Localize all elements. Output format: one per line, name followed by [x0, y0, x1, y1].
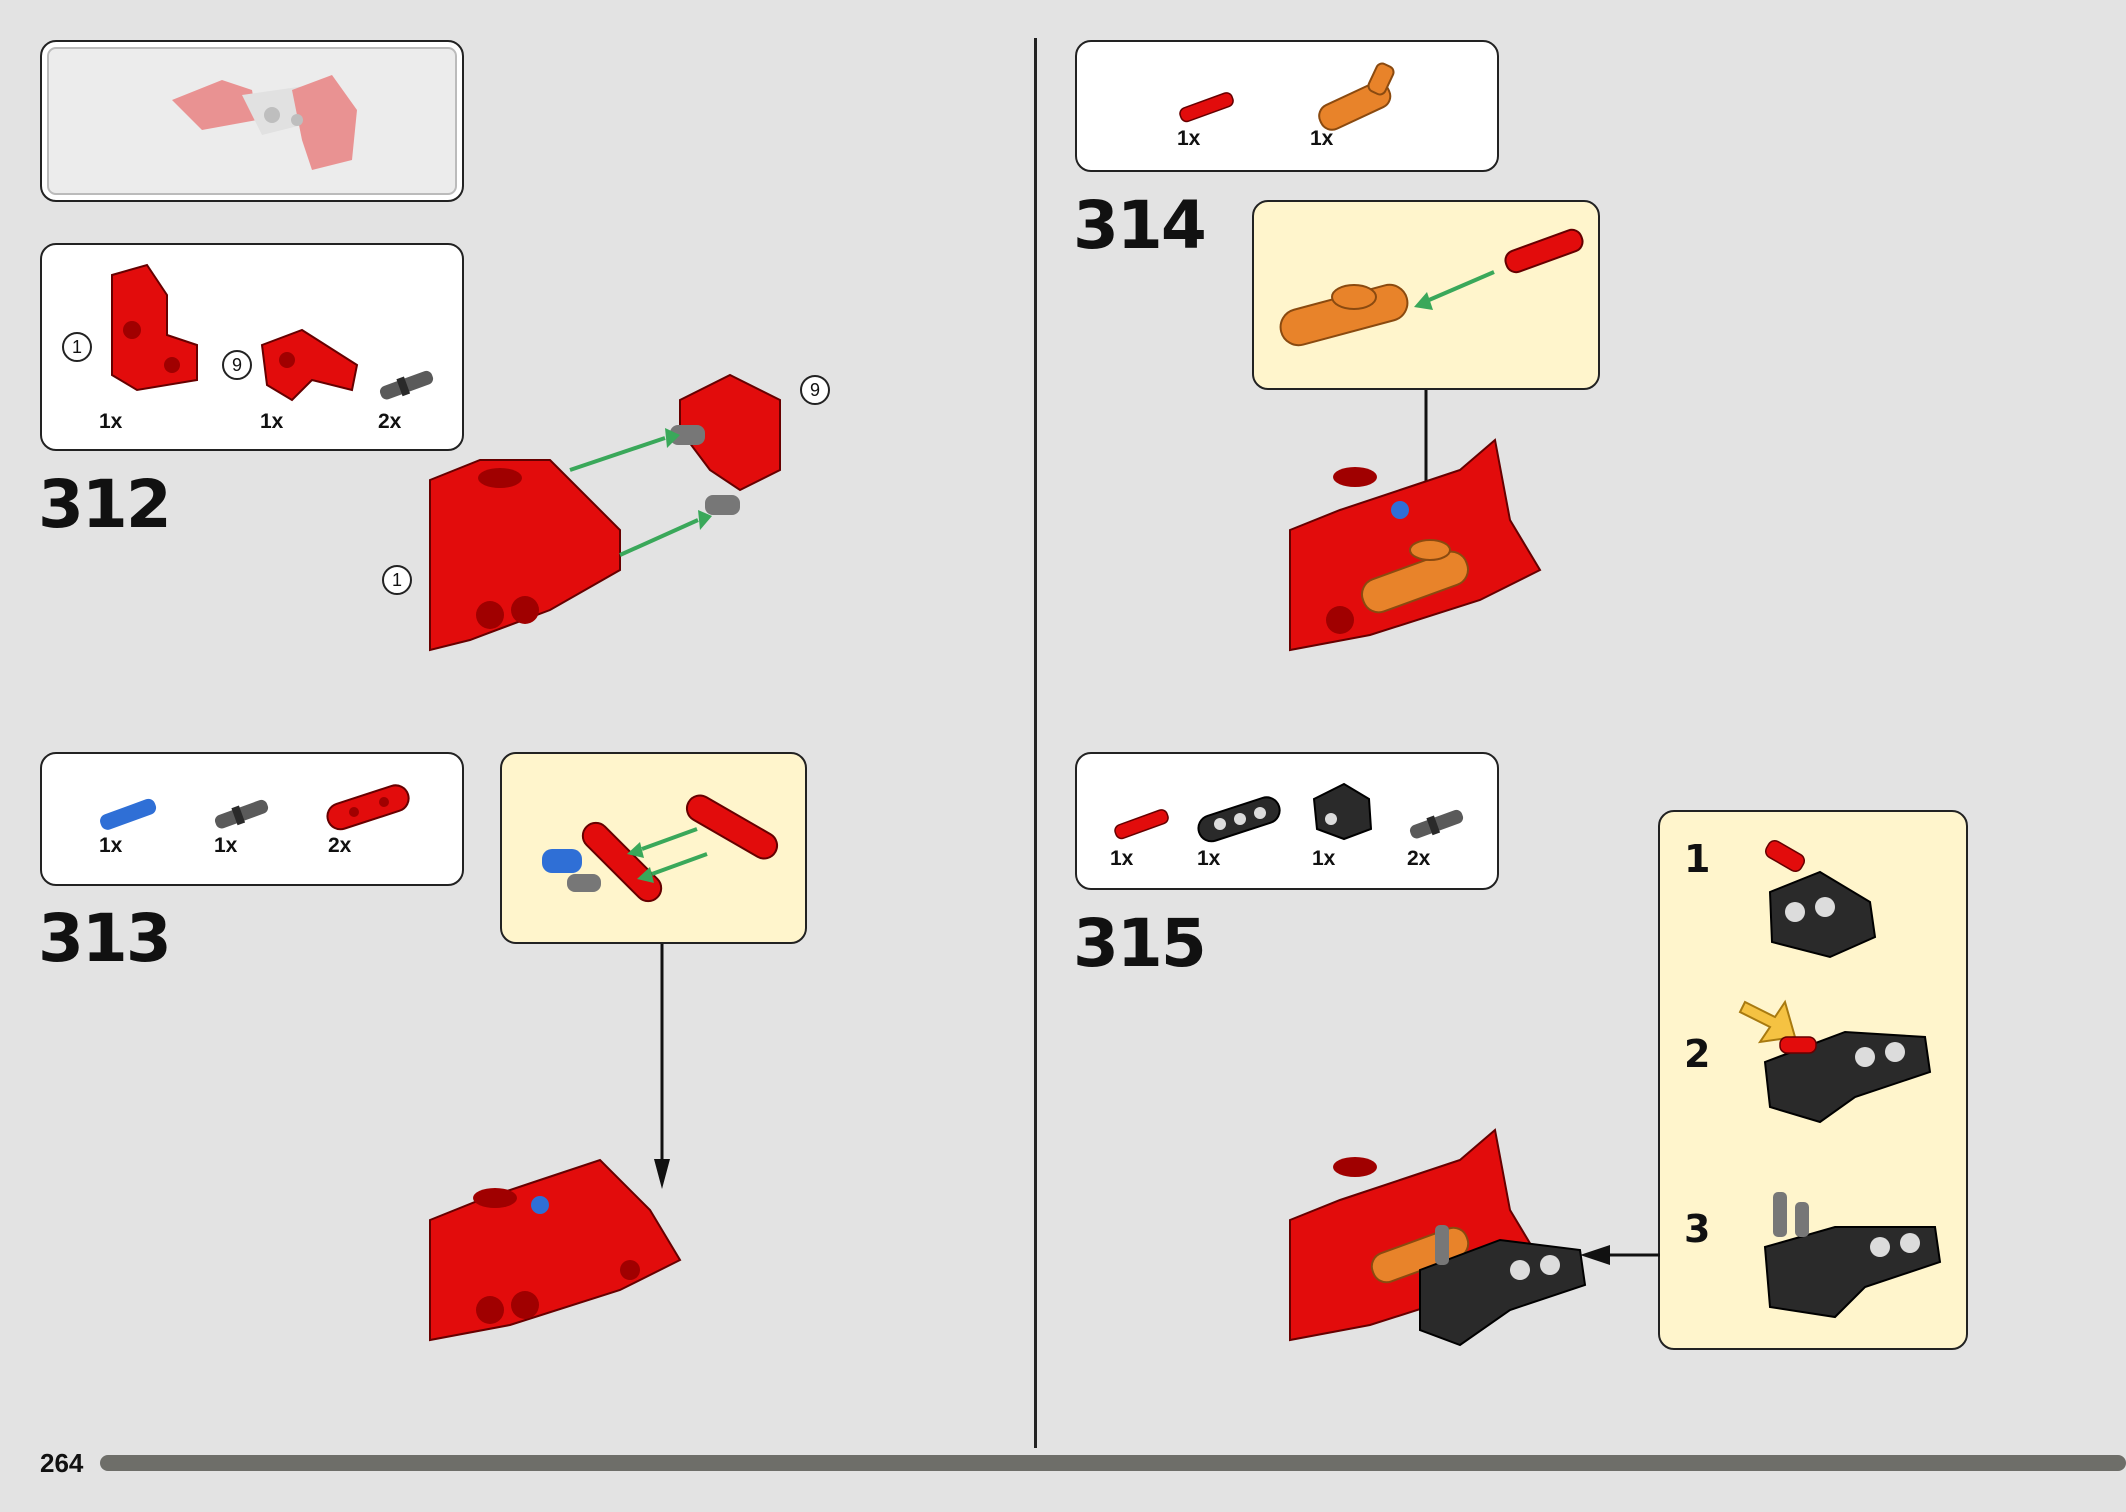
step-312-assembly	[429, 373, 781, 652]
blue-pin-part	[100, 798, 157, 830]
gray-friction-pin-part	[1409, 809, 1464, 839]
part-quantity: 1x	[99, 410, 123, 433]
gray-friction-pin-part	[214, 799, 269, 829]
substep-3-assembly	[1763, 1192, 1942, 1319]
part-quantity: 2x	[378, 410, 402, 433]
step-number: 314	[1073, 187, 1207, 264]
black-beam-part	[1197, 796, 1281, 843]
arrow-down	[654, 944, 670, 1189]
red-beam-part	[326, 784, 410, 831]
red-angled-connector-part	[260, 328, 359, 402]
red-bracket-part	[111, 263, 198, 392]
callout-1: 1	[382, 565, 412, 595]
part-quantity: 1x	[214, 834, 238, 857]
part-quantity: 1x	[1312, 847, 1336, 870]
step-313-parts-list: 1x 1x 2x	[40, 752, 464, 886]
previous-model-preview	[40, 40, 464, 202]
subassembly-beam-pins	[542, 794, 779, 903]
step-313-assembly	[429, 1158, 682, 1342]
step-314-subassembly	[1252, 200, 1600, 390]
step-315-parts-list: 1x 1x 1x 2x	[1075, 752, 1499, 890]
part-quantity: 1x	[99, 834, 123, 857]
page-number: 264	[40, 1448, 84, 1478]
part-quantity: 1x	[1197, 847, 1221, 870]
step-number: 313	[38, 900, 172, 977]
step-number: 315	[1073, 905, 1207, 982]
step-315-subassembly: 1 2 3	[1658, 810, 1968, 1350]
red-axle-part	[1179, 92, 1234, 123]
step-312-parts-list: 1 9 1x 1x 2x	[40, 243, 464, 451]
black-angle-connector-part	[1312, 782, 1373, 841]
substep-number: 2	[1684, 1032, 1711, 1076]
substep-1-black-connector-red-axle	[1764, 840, 1877, 959]
callout-9: 9	[800, 375, 830, 405]
step-313-subassembly	[500, 752, 807, 944]
orange-axle-connector-part	[1318, 62, 1395, 131]
page-divider	[1034, 38, 1037, 1448]
part-quantity: 1x	[260, 410, 284, 433]
callout-9: 9	[222, 350, 252, 380]
substep-2-push-arrow-assembly	[1738, 999, 1932, 1124]
callout-1: 1	[62, 332, 92, 362]
subassembly-orange-connector-axle	[1279, 228, 1584, 347]
step-315-assembly	[1289, 1128, 1587, 1347]
part-quantity: 1x	[1310, 127, 1334, 150]
substep-number: 1	[1684, 837, 1711, 881]
step-number: 312	[38, 466, 172, 543]
substep-number: 3	[1684, 1207, 1711, 1251]
part-quantity: 2x	[1407, 847, 1431, 870]
part-quantity: 1x	[1110, 847, 1134, 870]
gray-friction-pin-part	[379, 370, 434, 400]
progress-bar	[100, 1455, 2126, 1471]
step-314-parts-list: 1x 1x	[1075, 40, 1499, 172]
part-quantity: 2x	[328, 834, 352, 857]
faded-red-assembly	[172, 75, 357, 170]
red-axle-part	[1114, 809, 1169, 840]
arrow-left	[1580, 1245, 1660, 1265]
step-314-assembly	[1289, 438, 1542, 652]
part-quantity: 1x	[1177, 127, 1201, 150]
